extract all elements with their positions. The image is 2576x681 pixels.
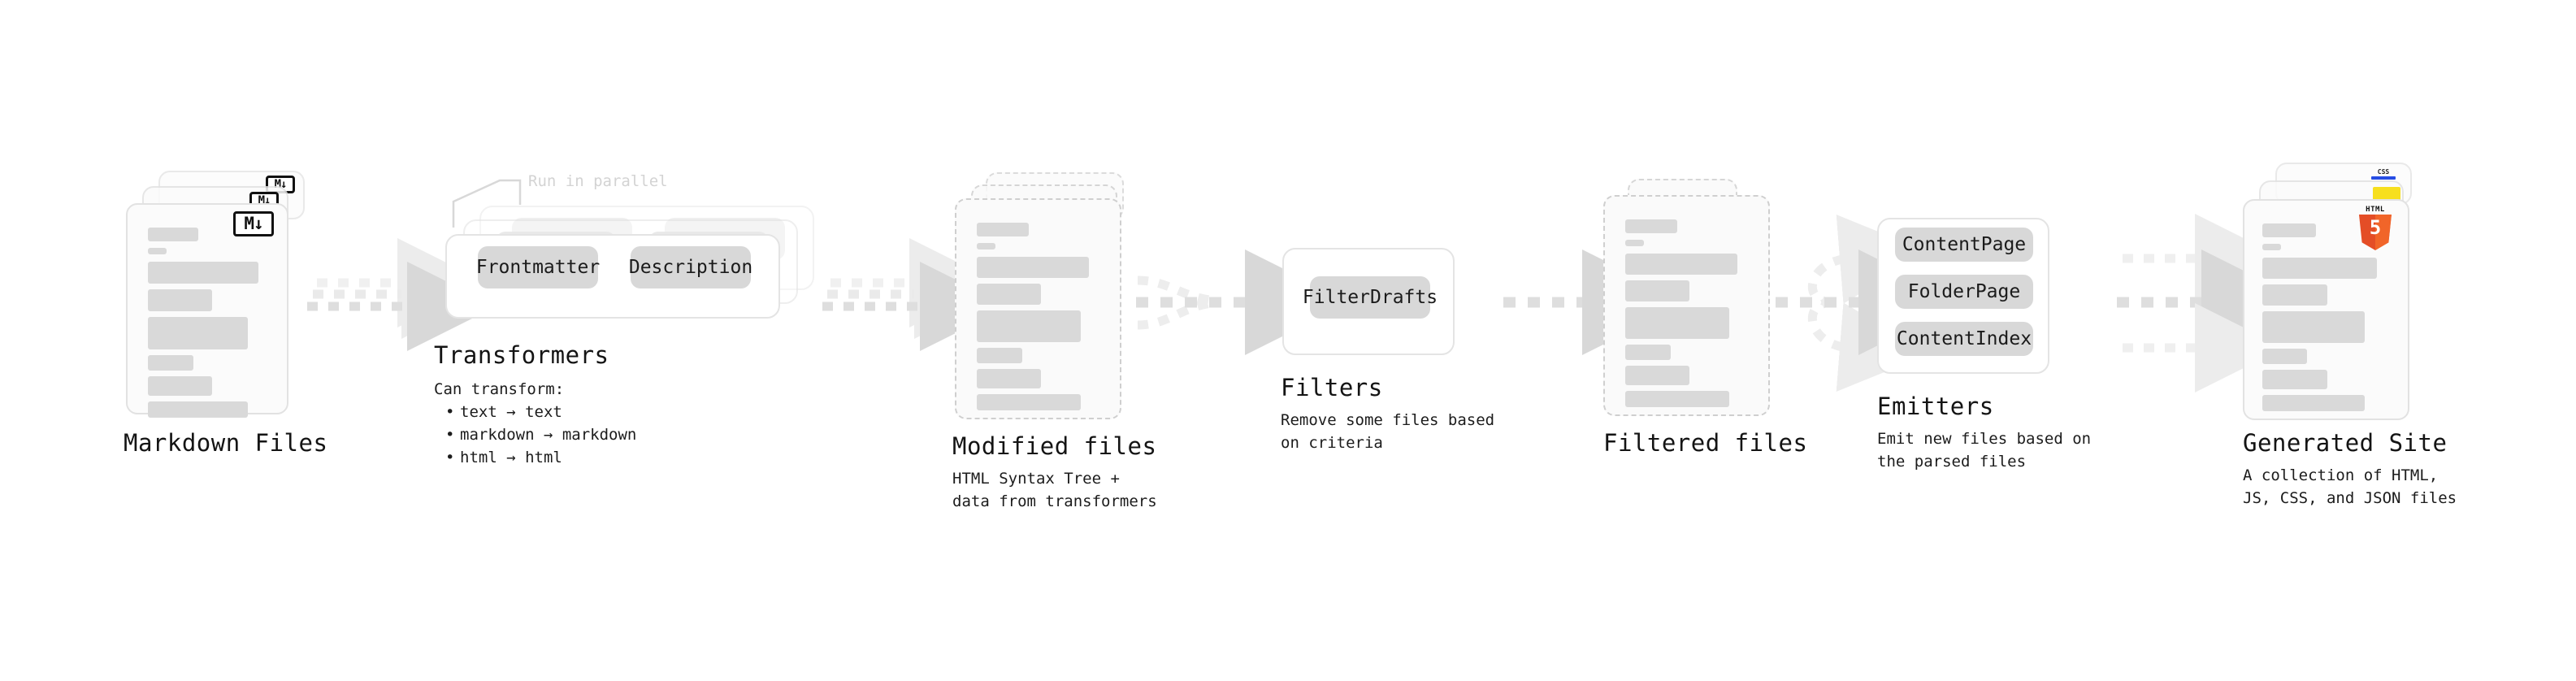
css-icon-label: CSS xyxy=(2377,168,2390,176)
skeleton-bar xyxy=(2262,349,2307,364)
transformers-capability-list: • text → text • markdown → markdown • html … xyxy=(445,401,636,469)
markdown-file-stack: M↓ M↓ M↓ xyxy=(126,171,321,423)
markdown-card-front xyxy=(126,203,288,418)
list-item: • html → html xyxy=(445,446,636,469)
list-item-label: html → html xyxy=(460,449,562,466)
markdown-icon-glyph: M↓ xyxy=(244,214,263,233)
stage-subtitle-modified-files: HTML Syntax Tree + data from transformer… xyxy=(952,470,1157,510)
transformer-chip-frontmatter[interactable]: Frontmatter xyxy=(475,246,601,288)
skeleton-bar xyxy=(2262,370,2327,389)
skeleton-bar xyxy=(148,401,248,418)
list-item-label: markdown → markdown xyxy=(460,426,637,444)
skeleton-bar xyxy=(1625,280,1689,301)
stage-subtitle-transformers: Can transform: xyxy=(434,380,565,398)
skeleton-bar xyxy=(2262,395,2365,411)
skeleton-bar xyxy=(1625,307,1729,339)
bullet-dot: • xyxy=(445,449,455,466)
chip-label: ContentPage xyxy=(1902,234,2027,255)
skeleton-bar xyxy=(977,369,1041,388)
skeleton-bar xyxy=(148,228,198,241)
stage-title-markdown-files: Markdown Files xyxy=(124,429,328,457)
skeleton-bar xyxy=(1625,240,1644,246)
skeleton-bar xyxy=(2262,244,2281,250)
bullet-dot: • xyxy=(445,403,455,421)
skeleton-bar xyxy=(977,243,995,249)
skeleton-bar xyxy=(148,376,212,396)
run-in-parallel-label: Run in parallel xyxy=(528,172,668,190)
emitter-chip-contentpage[interactable]: ContentPage xyxy=(1895,228,2033,262)
skeleton-bar xyxy=(977,257,1089,278)
html5-icon-number: 5 xyxy=(2369,216,2382,239)
stage-modified-files: Modified files HTML Syntax Tree + data f… xyxy=(952,172,1157,510)
skeleton-bar xyxy=(1625,254,1737,275)
skeleton-bar xyxy=(977,284,1041,305)
skeleton-bar xyxy=(148,248,167,254)
skeleton-bar xyxy=(1625,219,1677,233)
skeleton-bar xyxy=(1625,345,1671,360)
stage-title-filters: Filters xyxy=(1281,374,1383,401)
skeleton-bar xyxy=(977,348,1022,363)
markdown-icon: M↓ xyxy=(233,211,274,236)
chip-label: FolderPage xyxy=(1907,281,2021,302)
skeleton-bar xyxy=(148,355,193,371)
chip-label: ContentIndex xyxy=(1896,328,2032,349)
css-icon-bar xyxy=(2371,176,2396,180)
filtered-card-front xyxy=(1603,195,1770,416)
stage-title-generated-site: Generated Site xyxy=(2243,429,2448,457)
skeleton-bar xyxy=(2262,311,2365,343)
stage-title-transformers: Transformers xyxy=(434,341,609,369)
skeleton-bar xyxy=(148,317,248,349)
modified-card-front xyxy=(955,198,1121,419)
stage-title-filtered-files: Filtered files xyxy=(1603,429,1808,457)
stage-subtitle-generated-site: A collection of HTML, JS, CSS, and JSON … xyxy=(2243,466,2457,507)
chip-label: Description xyxy=(628,257,753,278)
skeleton-bar xyxy=(148,289,212,311)
arrow-emitters-to-site xyxy=(2117,214,2307,393)
generated-file-stack: CSS HTML 5 xyxy=(2243,163,2454,423)
list-item-label: text → text xyxy=(460,403,562,421)
skeleton-bar xyxy=(2262,284,2327,306)
skeleton-bar xyxy=(1625,366,1689,385)
stage-subtitle-emitters: Emit new files based on the parsed files xyxy=(1877,430,2092,471)
skeleton-bar xyxy=(977,310,1081,342)
modified-file-stack xyxy=(955,172,1142,424)
arrow-modified-to-filters xyxy=(1136,249,1351,355)
arrow-filtered-to-emitters xyxy=(1776,215,1964,392)
emitter-chip-folderpage[interactable]: FolderPage xyxy=(1895,275,2033,309)
filtered-file-stack xyxy=(1597,172,1784,424)
transformer-chip-description[interactable]: Description xyxy=(628,246,753,288)
html5-icon-cap: HTML xyxy=(2366,206,2385,214)
skeleton-bar xyxy=(977,394,1081,410)
skeleton-bar xyxy=(2262,223,2316,237)
stage-subtitle-filters: Remove some files based on criteria xyxy=(1281,411,1495,452)
emitter-chip-contentindex[interactable]: ContentIndex xyxy=(1895,322,2033,356)
arrow-transformers-to-modified xyxy=(822,238,1009,351)
bullet-dot: • xyxy=(445,426,455,444)
chip-label: Frontmatter xyxy=(475,257,601,278)
filter-chip-filterdrafts[interactable]: FilterDrafts xyxy=(1303,276,1438,319)
stage-filtered-files: Filtered files xyxy=(1597,172,1807,457)
skeleton-bar xyxy=(977,223,1029,236)
arrow-markdown-to-transformers xyxy=(307,238,497,351)
list-item: • markdown → markdown xyxy=(445,423,636,446)
chip-label: FilterDrafts xyxy=(1302,287,1438,308)
skeleton-bar xyxy=(1625,391,1729,407)
css-icon: CSS xyxy=(2371,169,2396,180)
stage-generated-site: CSS HTML 5 Generated Site A xyxy=(2243,163,2457,507)
stage-markdown-files: M↓ M↓ M↓ Markdown Files xyxy=(124,171,327,457)
skeleton-bar xyxy=(2262,258,2377,279)
stage-title-modified-files: Modified files xyxy=(952,432,1157,460)
skeleton-bar xyxy=(148,262,258,284)
html5-icon: HTML 5 xyxy=(2357,205,2394,250)
list-item: • text → text xyxy=(445,401,636,423)
stage-title-emitters: Emitters xyxy=(1877,393,1994,420)
